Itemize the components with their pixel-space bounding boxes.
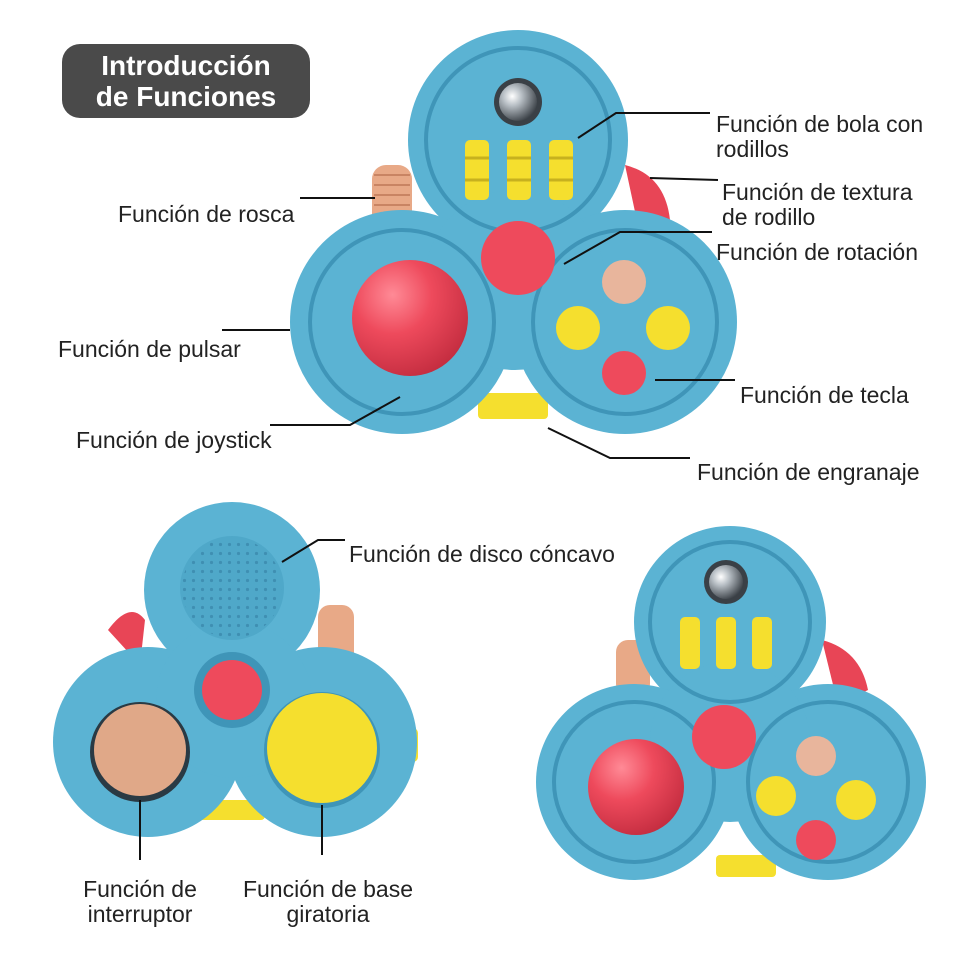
label-textura-line-1: Función de textura <box>722 179 913 205</box>
center-button <box>202 660 262 720</box>
label-interruptor-line-1: Función de <box>83 876 197 902</box>
label-tecla: Función de tecla <box>740 382 909 408</box>
label-base-line-1: Función de base <box>242 876 414 902</box>
label-joystick: Función de joystick <box>76 427 272 453</box>
title-line-2: de Funciones <box>95 81 277 112</box>
joystick <box>352 260 468 376</box>
label-interruptor: Función de interruptor <box>70 877 210 927</box>
key-left <box>556 306 600 350</box>
toy-bottom-left <box>53 502 418 837</box>
key-right <box>646 306 690 350</box>
rotation-button <box>481 221 555 295</box>
callout-lines <box>139 112 735 860</box>
label-engranaje: Función de engranaje <box>697 459 920 485</box>
label-bola: Función de bola con rodillos <box>716 112 923 162</box>
title-line-1: Introducción <box>101 50 271 81</box>
switch-button <box>94 704 186 796</box>
label-base: Función de base giratoria <box>238 877 418 927</box>
toy-bottom-right <box>536 526 926 880</box>
rotating-base <box>267 693 377 803</box>
label-interruptor-line-2: interruptor <box>87 901 193 927</box>
label-bola-line-1: Función de bola con <box>716 111 924 137</box>
toy-top <box>290 30 737 434</box>
metal-ball <box>499 83 537 121</box>
label-rosca: Función de rosca <box>118 201 295 227</box>
roller-set <box>465 140 573 200</box>
label-textura: Función de textura de rodillo <box>722 180 913 230</box>
label-textura-line-2: de rodillo <box>722 204 816 230</box>
key-bottom <box>602 351 646 395</box>
label-pulsar: Función de pulsar <box>58 336 241 362</box>
title-badge: Introducción de Funciones <box>62 44 310 118</box>
label-base-line-2: giratoria <box>286 901 370 927</box>
gear-base <box>478 393 548 419</box>
key-top <box>602 260 646 304</box>
label-rotacion: Función de rotación <box>716 239 919 265</box>
concave-disc <box>182 538 282 638</box>
label-bola-line-2: rodillos <box>716 136 789 162</box>
label-disco: Función de disco cóncavo <box>349 541 615 567</box>
